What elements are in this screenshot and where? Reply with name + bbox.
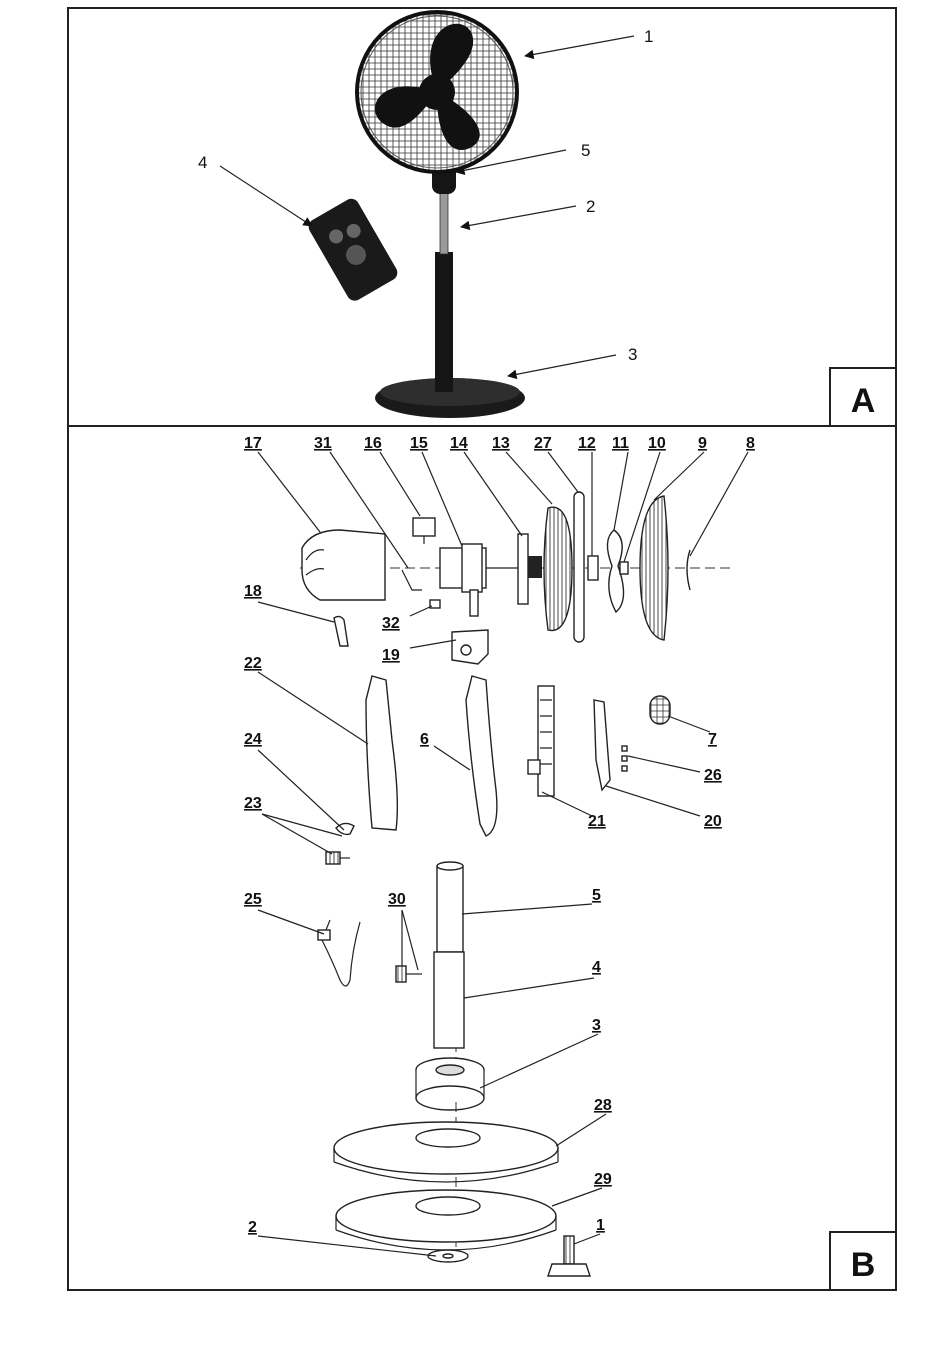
fan-lower-pole xyxy=(435,252,453,392)
fan-upper-pole xyxy=(440,190,448,254)
panel-a-label-remote: 4 xyxy=(198,153,207,172)
part-label-15: 15 xyxy=(410,435,428,452)
part-label-6: 6 xyxy=(420,731,429,748)
part-label-28: 28 xyxy=(594,1097,612,1114)
remote-control-drawing xyxy=(306,196,400,304)
panel-a-label-base: 3 xyxy=(628,345,637,364)
part-label-10: 10 xyxy=(648,435,666,452)
exploded-parts xyxy=(302,492,690,1276)
part-label-20: 20 xyxy=(704,813,722,830)
assembled-fan xyxy=(357,12,525,418)
part-label-25: 25 xyxy=(244,891,262,908)
part-label-14: 14 xyxy=(450,435,468,452)
part-label-19: 19 xyxy=(382,647,400,664)
part-label-8: 8 xyxy=(746,435,755,452)
part-label-7: 7 xyxy=(708,731,717,748)
part-label-12: 12 xyxy=(578,435,596,452)
part-label-22: 22 xyxy=(244,655,262,672)
part-label-21: 21 xyxy=(588,813,606,830)
part-label-2: 2 xyxy=(248,1219,257,1236)
panel-b-tag: B xyxy=(851,1246,876,1284)
part-label-3: 3 xyxy=(592,1017,601,1034)
part-label-32: 32 xyxy=(382,615,400,632)
part-label-31: 31 xyxy=(314,435,332,452)
part-label-4: 4 xyxy=(592,959,601,976)
part-label-16: 16 xyxy=(364,435,382,452)
part-label-9: 9 xyxy=(698,435,707,452)
panel-a-label-pole: 2 xyxy=(586,197,595,216)
panel-a-tag: A xyxy=(851,382,876,420)
part-label-30: 30 xyxy=(388,891,406,908)
part-label-26: 26 xyxy=(704,767,722,784)
part-label-23: 23 xyxy=(244,795,262,812)
part-label-13: 13 xyxy=(492,435,510,452)
part-label-17: 17 xyxy=(244,435,262,452)
part-label-29: 29 xyxy=(594,1171,612,1188)
part-label-24: 24 xyxy=(244,731,262,748)
panel-a-label-guard: 1 xyxy=(644,27,653,46)
part-label-18: 18 xyxy=(244,583,262,600)
part-label-1: 1 xyxy=(596,1217,605,1234)
panel-a-label-motor: 5 xyxy=(581,141,590,160)
part-label-5: 5 xyxy=(592,887,601,904)
part-label-27: 27 xyxy=(534,435,552,452)
part-label-11: 11 xyxy=(612,435,629,452)
